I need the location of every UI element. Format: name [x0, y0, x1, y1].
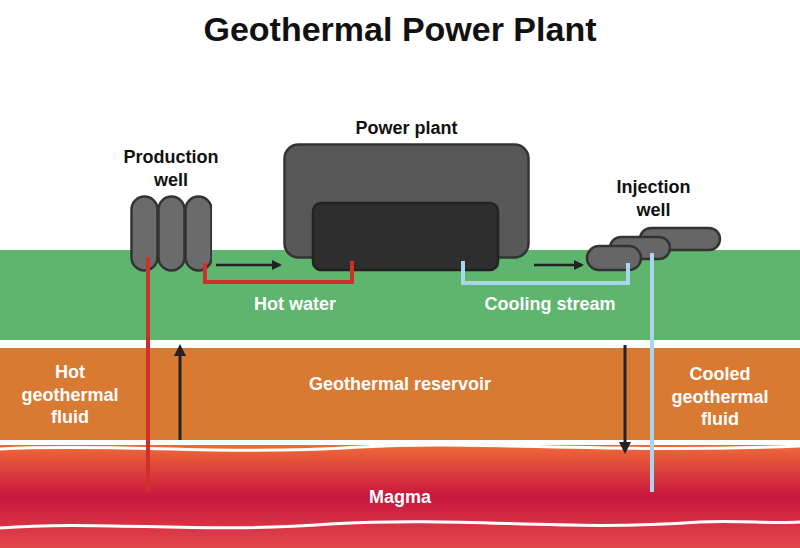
- band-label: Magma: [0, 486, 800, 509]
- cold-pipe: [461, 261, 465, 272]
- reservoir-band: [0, 348, 800, 440]
- production-well-shape: [130, 195, 212, 272]
- cold-pipe: [626, 263, 630, 272]
- flow-arrow: [624, 345, 627, 448]
- cold-pipe: [650, 253, 654, 272]
- node-heading: Power plant: [327, 117, 487, 140]
- node-heading: Production well: [115, 146, 227, 191]
- flow-arrow: [216, 264, 280, 267]
- flow-arrow: [179, 350, 182, 440]
- hot-pipe: [203, 263, 207, 272]
- injection-pipe: [587, 246, 641, 270]
- well-cylinder: [132, 197, 158, 271]
- flow-arrow: [534, 264, 582, 267]
- plant-unit: [313, 203, 498, 270]
- magma-band: Magma: [0, 445, 800, 548]
- production-well: Production well: [130, 195, 212, 272]
- injection-well-shape: [585, 225, 722, 272]
- injection-well: Injection well: [585, 225, 722, 272]
- diagram-title: Geothermal Power Plant: [0, 10, 800, 49]
- fluid-label: Hot geothermal fluid: [13, 361, 128, 429]
- hot-pipe: [146, 257, 150, 272]
- cold-pipe: [650, 262, 654, 492]
- power-plant-shape: [283, 143, 530, 272]
- well-cylinder: [159, 197, 185, 271]
- hot-pipe: [146, 260, 150, 492]
- hot-pipe: [350, 261, 354, 272]
- magma-wave: [0, 445, 800, 450]
- magma-band: [0, 445, 800, 548]
- power-plant: Power plant: [283, 143, 530, 272]
- stream-label: Cooling stream: [484, 293, 615, 316]
- fluid-label: Cooled geothermal fluid: [665, 363, 775, 431]
- node-heading: Injection well: [606, 176, 702, 221]
- magma-wave: [0, 521, 800, 528]
- stream-label: Hot water: [254, 293, 336, 316]
- well-cylinder: [186, 197, 212, 271]
